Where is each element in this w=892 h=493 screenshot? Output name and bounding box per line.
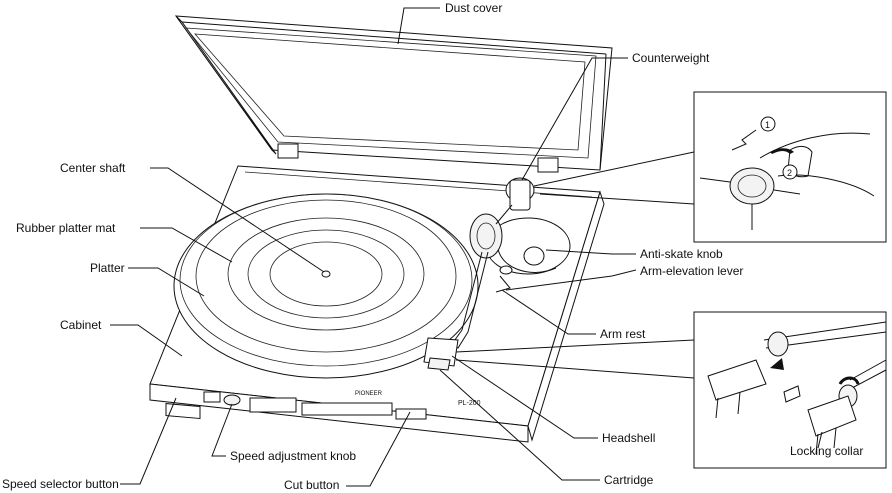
dust-cover	[174, 15, 613, 173]
label-arm-elevation-lever: Arm-elevation lever	[640, 264, 744, 278]
label-cut-button: Cut button	[284, 478, 340, 492]
leader-lines	[110, 7, 823, 487]
tonearm	[423, 177, 571, 371]
counterweight-inset: 1 2	[693, 91, 887, 243]
label-speed-adjustment-knob: Speed adjustment knob	[230, 449, 357, 463]
headshell-inset	[693, 311, 887, 469]
label-cabinet: Cabinet	[60, 318, 102, 332]
brand-mark: PIONEER	[355, 391, 383, 397]
label-cartridge: Cartridge	[604, 473, 654, 487]
model-mark: PL-200	[458, 400, 481, 407]
label-center-shaft: Center shaft	[60, 161, 126, 175]
label-arm-rest: Arm rest	[600, 327, 646, 341]
label-dust-cover: Dust cover	[445, 1, 503, 15]
label-anti-skate-knob: Anti-skate knob	[640, 247, 723, 261]
label-rubber-platter-mat: Rubber platter mat	[16, 221, 116, 235]
platter	[173, 193, 479, 379]
label-headshell: Headshell	[602, 431, 656, 445]
step-1-marker: 1	[765, 120, 770, 130]
label-platter: Platter	[90, 261, 125, 275]
label-locking-collar: Locking collar	[790, 444, 864, 458]
label-counterweight: Counterweight	[632, 51, 710, 65]
step-2-marker: 2	[787, 168, 792, 178]
label-speed-selector-button: Speed selector button	[2, 477, 119, 491]
